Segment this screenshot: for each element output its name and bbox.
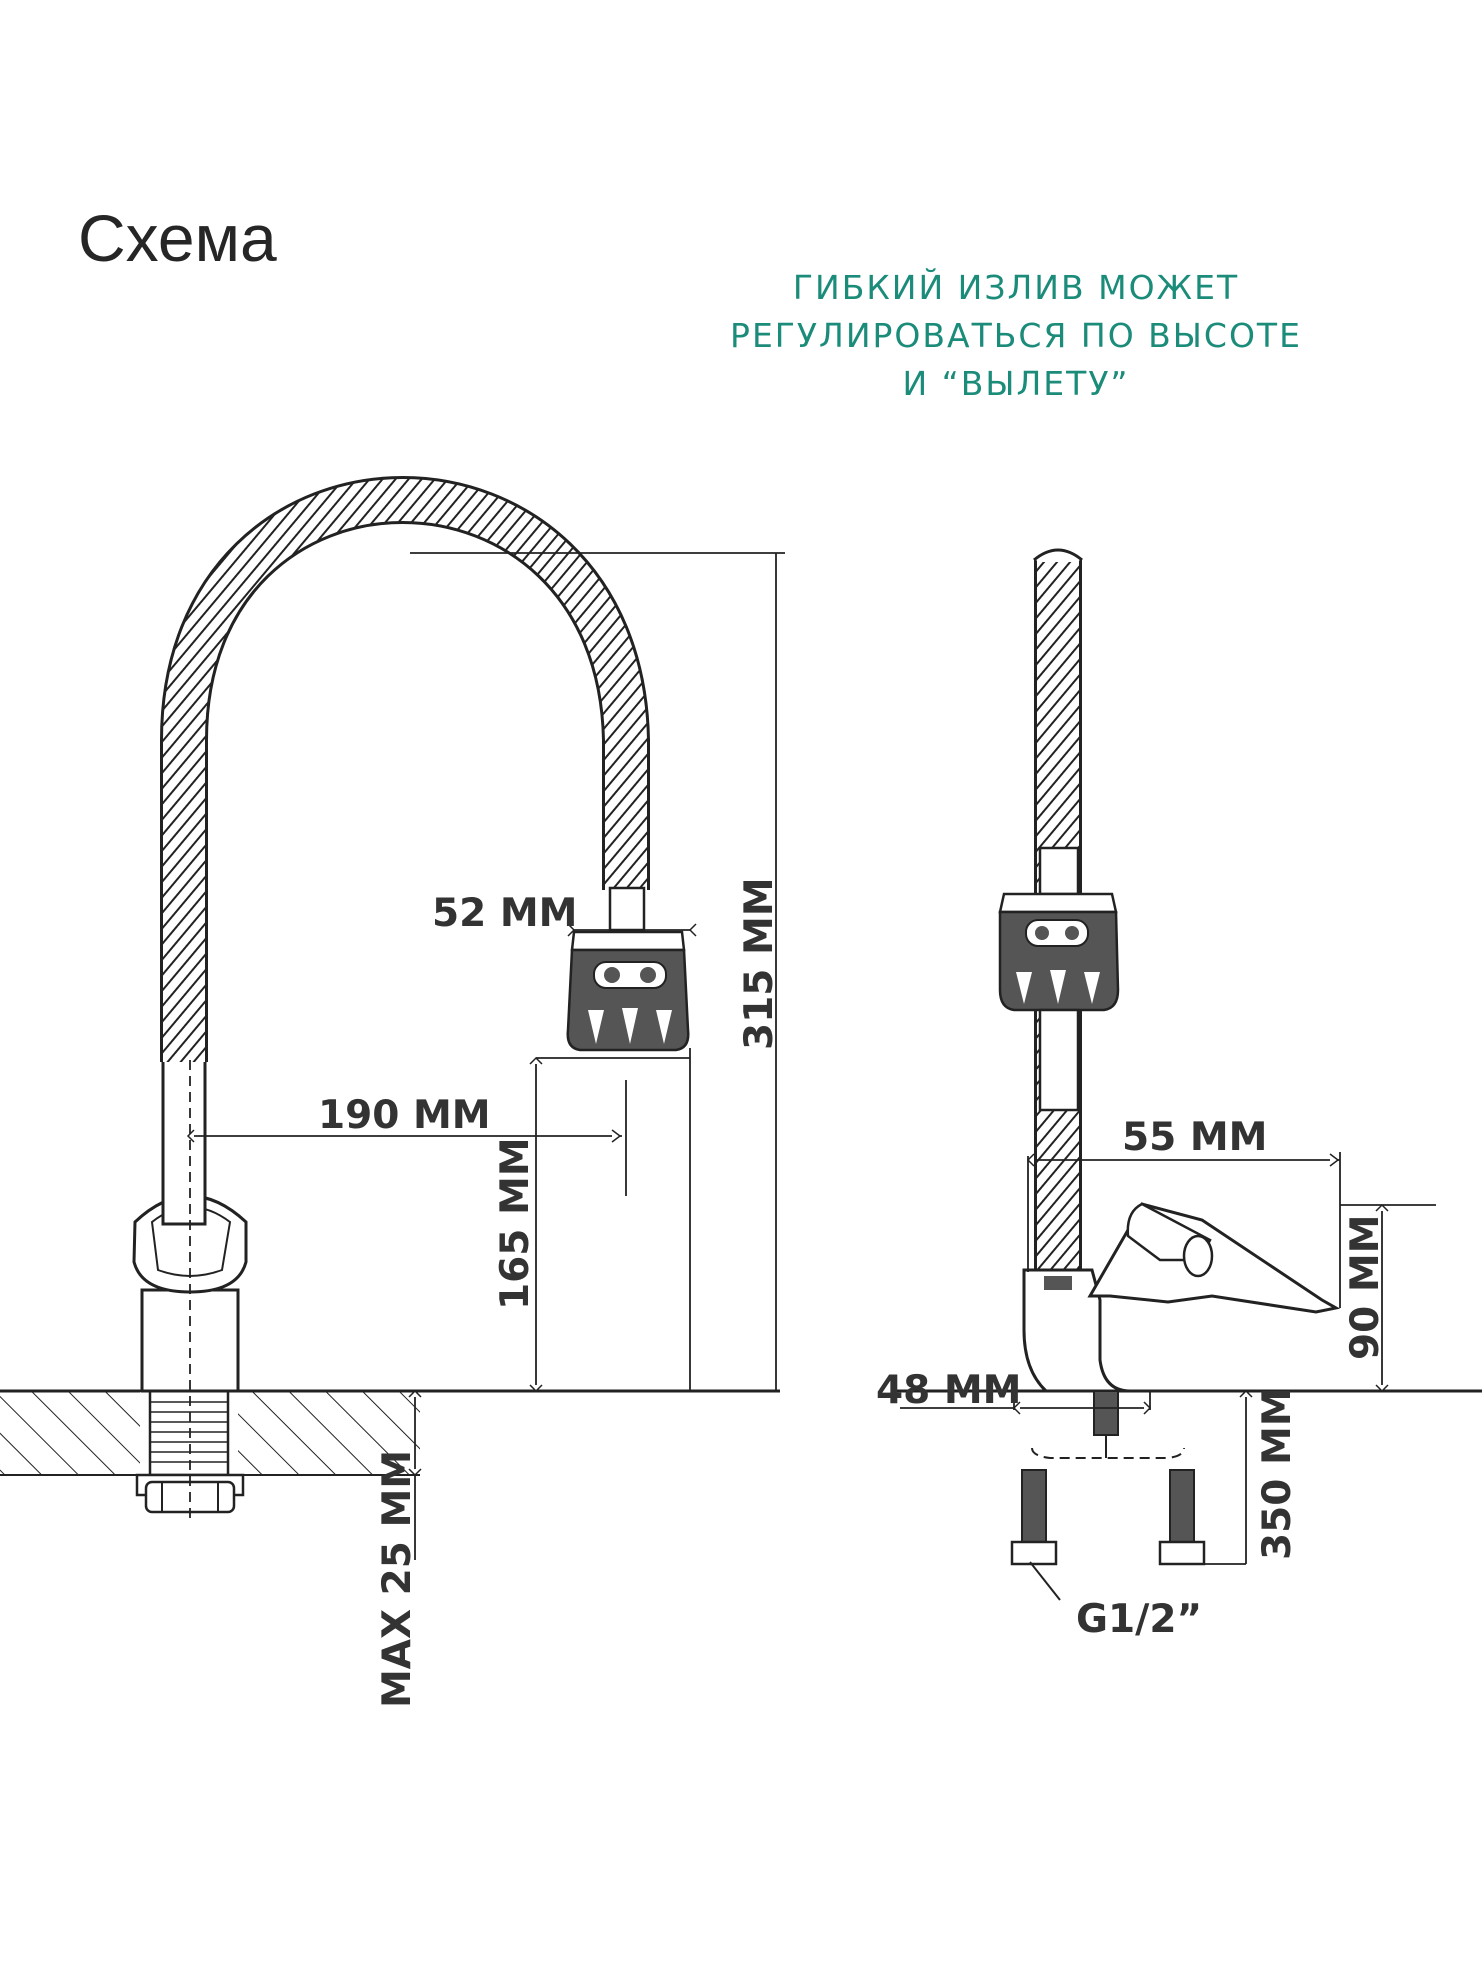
- page-title: Схема: [78, 201, 277, 275]
- dim-base-width: 48 MM: [876, 1368, 1021, 1413]
- note-line-3: И “ВЫЛЕТУ”: [902, 364, 1130, 403]
- dim-handle-height: 90 MM: [1343, 1215, 1388, 1360]
- dim-aerator-width: 52 MM: [432, 891, 577, 936]
- dim-spout-height: 165 MM: [493, 1137, 538, 1310]
- mount-thread: [135, 1389, 245, 1514]
- side-view: 55 MM 90 MM 48 MM 350 MM G1/2”: [876, 548, 1482, 1642]
- front-dimension-lines: [189, 552, 785, 1560]
- aerator-head: [566, 886, 690, 1052]
- thread-label: G1/2”: [1076, 1597, 1202, 1642]
- side-dimension-lines: [900, 1152, 1436, 1565]
- dim-hose-length: 350 MM: [1255, 1387, 1300, 1560]
- note-line-1: ГИБКИЙ ИЗЛИВ МОЖЕТ: [792, 268, 1240, 307]
- side-body: [1022, 1202, 1341, 1393]
- front-view: 52 MM 190 MM 315 MM 165 MM MAX 25 MM: [0, 476, 785, 1708]
- inlet-fittings: [1010, 1390, 1206, 1601]
- dim-total-height: 315 MM: [737, 877, 782, 1050]
- dim-handle-reach: 55 MM: [1122, 1115, 1267, 1160]
- note-line-2: РЕГУЛИРОВАТЬСЯ ПО ВЫСОТЕ: [730, 316, 1302, 355]
- dim-max-thickness: MAX 25 MM: [375, 1450, 420, 1708]
- side-aerator-head: [998, 846, 1120, 1112]
- dim-reach: 190 MM: [318, 1093, 491, 1138]
